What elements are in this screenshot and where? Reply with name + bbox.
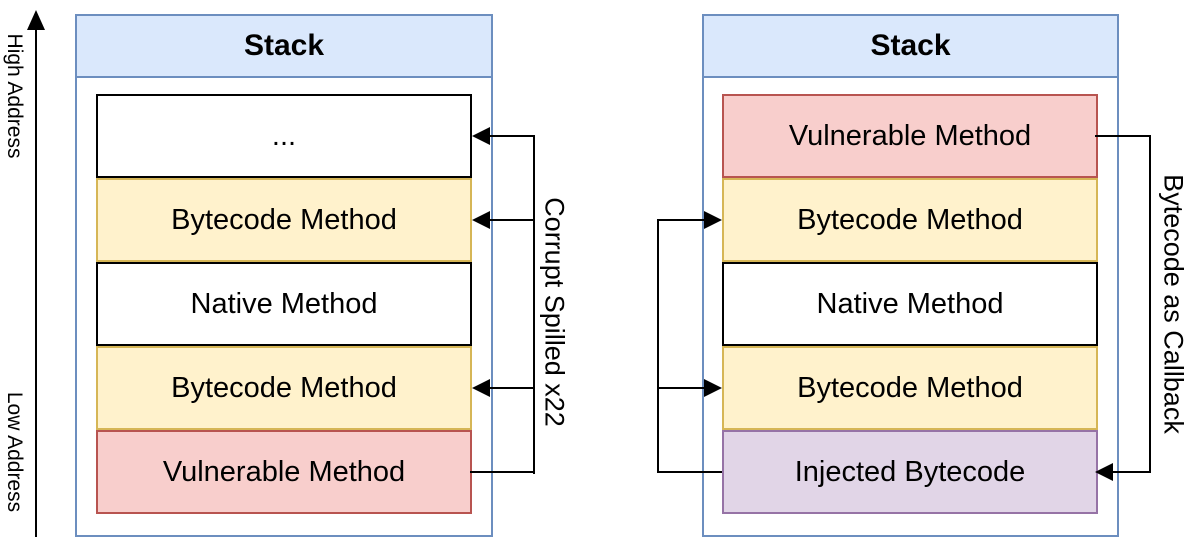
stack-row-label: Bytecode Method (171, 371, 397, 404)
stack-row-label: Native Method (816, 287, 1004, 320)
low-address-label: Low Address (3, 391, 26, 513)
left-stack-title: Stack (243, 29, 325, 62)
right-stack-row-vulnerable-method: Vulnerable Method (722, 94, 1098, 178)
address-axis-line (35, 26, 37, 537)
axis-arrow-up-icon (27, 10, 45, 30)
left-stack-row-bytecode-method-2: Bytecode Method (96, 346, 472, 430)
stack-row-label: Bytecode Method (797, 203, 1023, 236)
right-stack-row-injected-bytecode: Injected Bytecode (722, 430, 1098, 514)
bytecode-as-callback-label: Bytecode as Callback (1158, 174, 1189, 434)
callback-left-source-line (658, 471, 722, 473)
arrowhead-left-icon (472, 127, 490, 145)
stack-row-label: Injected Bytecode (794, 455, 1026, 488)
left-stack-row-ellipsis: ... (96, 94, 472, 178)
high-address-label: High Address (3, 33, 26, 159)
left-stack-row-native-method: Native Method (96, 262, 472, 346)
corrupt-branch-line-2 (488, 219, 535, 221)
arrowhead-left-icon (472, 211, 490, 229)
corrupt-spilled-label: Corrupt Spilled x22 (539, 197, 570, 427)
stack-row-label: ... (271, 119, 297, 152)
callback-bracket-left-vline (657, 219, 659, 473)
stack-row-label: Vulnerable Method (788, 119, 1032, 152)
right-stack-row-native-method: Native Method (722, 262, 1098, 346)
left-stack-row-bytecode-method-1: Bytecode Method (96, 178, 472, 262)
arrowhead-left-icon (1095, 463, 1113, 481)
stack-row-label: Bytecode Method (797, 371, 1023, 404)
right-stack-title: Stack (870, 29, 951, 62)
stack-row-label: Native Method (190, 287, 378, 320)
callback-bracket-right-vline (1149, 135, 1151, 473)
callback-branch-line-1 (658, 219, 705, 221)
arrowhead-right-icon (704, 379, 722, 397)
corrupt-bracket-vline (533, 135, 535, 474)
callback-right-target-line (1113, 471, 1151, 473)
arrowhead-right-icon (704, 211, 722, 229)
callback-branch-line-2 (658, 387, 705, 389)
right-stack-header: Stack (704, 16, 1117, 78)
corrupt-branch-line-1 (488, 135, 535, 137)
callback-right-source-line (1095, 135, 1151, 137)
corrupt-branch-line-3 (488, 387, 535, 389)
stack-row-label: Bytecode Method (171, 203, 397, 236)
arrowhead-left-icon (472, 379, 490, 397)
right-stack-row-bytecode-method-1: Bytecode Method (722, 178, 1098, 262)
left-stack-header: Stack (77, 16, 491, 78)
stack-row-label: Vulnerable Method (162, 455, 406, 488)
corrupt-source-line (470, 471, 535, 473)
left-stack-row-vulnerable-method: Vulnerable Method (96, 430, 472, 514)
right-stack-row-bytecode-method-2: Bytecode Method (722, 346, 1098, 430)
